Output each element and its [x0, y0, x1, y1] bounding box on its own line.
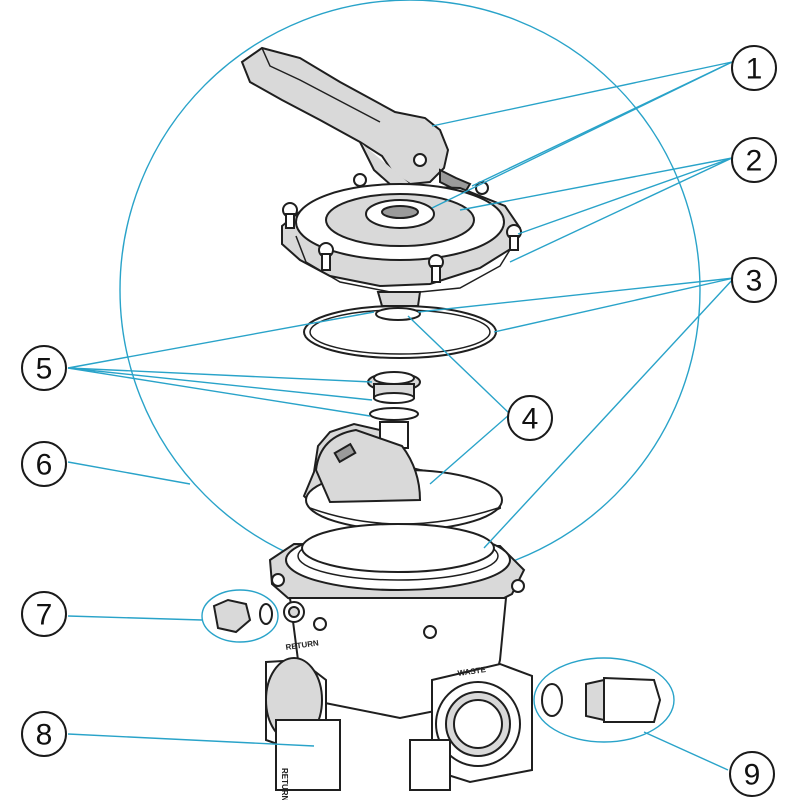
pipe-fitting: [533, 657, 675, 743]
valve-body: RETURN RETURN WASTE: [265, 523, 533, 800]
callout-1: 1: [731, 45, 777, 91]
callout-9: 9: [729, 751, 775, 797]
callout-number: 4: [522, 403, 539, 436]
cover-screws: [282, 173, 522, 283]
callout-7: 7: [21, 591, 67, 637]
callout-number: 2: [746, 145, 763, 178]
callout-circle: [507, 395, 553, 441]
callout-circle: [731, 137, 777, 183]
drain-plug: [201, 589, 279, 643]
callout-circle: [729, 751, 775, 797]
callout-labels: 1 2 3 4 5 6 7 8 9: [21, 45, 777, 797]
callout-number: 6: [36, 449, 53, 482]
callout-circle: [21, 591, 67, 637]
callout-4: 4: [507, 395, 553, 441]
svg-text:RETURN: RETURN: [280, 768, 289, 800]
handle: [240, 46, 472, 196]
leader-lines: [67, 61, 735, 771]
callout-circle: [731, 45, 777, 91]
callout-6: 6: [21, 441, 67, 487]
callout-2: 2: [731, 137, 777, 183]
callout-number: 7: [36, 599, 53, 632]
callout-8: 8: [21, 711, 67, 757]
callout-number: 3: [746, 265, 763, 298]
callout-number: 9: [744, 759, 761, 792]
callout-5: 5: [21, 345, 67, 391]
rotor-diverter: [302, 422, 503, 532]
callout-circle: [21, 345, 67, 391]
callout-number: 1: [746, 53, 763, 86]
small-o-ring: [375, 307, 421, 321]
callout-3: 3: [731, 257, 777, 303]
callout-number: 8: [36, 719, 53, 752]
valve-cover: [281, 173, 522, 307]
callout-circle: [21, 441, 67, 487]
callout-circle: [21, 711, 67, 757]
callout-circle: [731, 257, 777, 303]
callout-number: 5: [36, 353, 53, 386]
waste-marking: WASTE: [457, 665, 487, 678]
